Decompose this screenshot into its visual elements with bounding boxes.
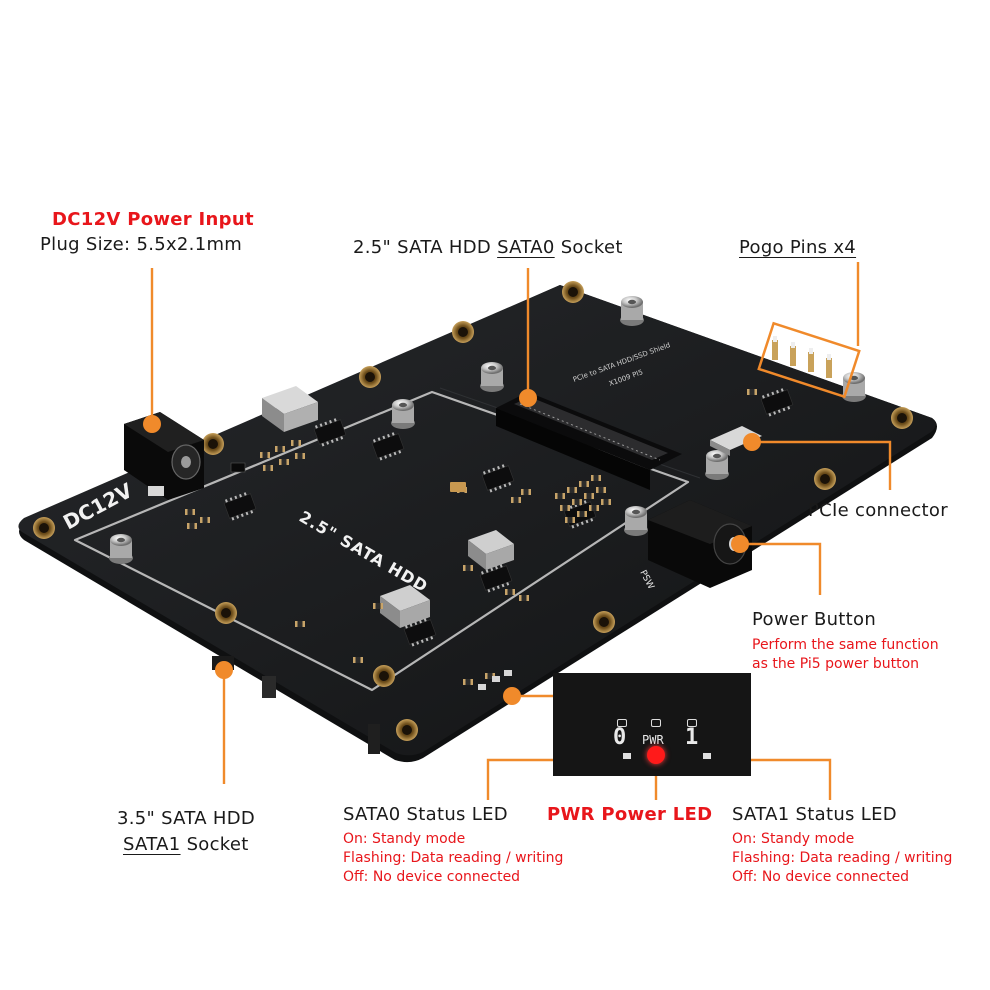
power-button [648, 500, 752, 588]
dc-input-title: DC12V Power Input [52, 209, 254, 230]
sata1-socket-line1: 3.5" SATA HDD [117, 808, 256, 829]
sata0-led-title: SATA0 Status LED [343, 804, 508, 825]
sata0-socket-underlined: SATA0 [497, 237, 555, 258]
inset-led-marks [617, 719, 627, 727]
sata1-socket-line2: SATA1 Socket [123, 834, 249, 855]
inset-led-1 [703, 753, 711, 759]
inset-led-pwr [647, 746, 665, 764]
sata0-led-line-1: On: Standy mode [343, 831, 466, 847]
inductor-mid [468, 530, 514, 570]
inset-led-marks-pwr [651, 719, 661, 727]
sata1-led-line-2: Flashing: Data reading / writing [732, 850, 953, 866]
power-button-desc-2: as the Pi5 power button [752, 656, 920, 672]
pogo-pins [757, 321, 861, 399]
sata1-socket-underlined: SATA1 [123, 834, 181, 855]
sata1-led-line-3: Off: No device connected [732, 869, 910, 885]
sata1-socket-suffix: Socket [180, 834, 249, 855]
power-button-title: Power Button [752, 609, 877, 630]
pogo-pins-label: Pogo Pins x4 [739, 237, 857, 258]
inset-led-pwr-label: PWR [642, 733, 664, 747]
inset-led-1-label: 1 [685, 725, 699, 750]
inset-led-marks-1 [687, 719, 697, 727]
inset-led-0 [623, 753, 631, 759]
sata0-socket-suffix: Socket [554, 237, 623, 258]
dc-input-detail: Plug Size: 5.5x2.1mm [40, 234, 243, 255]
board-leds [478, 670, 512, 690]
sata0-led-line-3: Off: No device connected [343, 869, 521, 885]
sata0-socket [496, 392, 682, 490]
sata0-led-line-2: Flashing: Data reading / writing [343, 850, 564, 866]
inset-led-0-label: 0 [613, 725, 627, 750]
led-zoom-inset: 0 PWR 1 [553, 673, 751, 776]
power-button-desc-1: Perform the same function [752, 637, 939, 653]
sata1-led-line-1: On: Standy mode [732, 831, 855, 847]
sata0-socket-prefix: 2.5" SATA HDD [353, 237, 498, 258]
inductor-top [262, 386, 318, 432]
pwr-led-title: PWR Power LED [547, 804, 713, 825]
pcb [18, 285, 937, 763]
passive-components [185, 389, 757, 685]
inductor-low [380, 585, 430, 628]
sata0-socket-label: 2.5" SATA HDD SATA0 Socket [353, 237, 623, 258]
pcie-connector [710, 426, 762, 456]
sata1-led-title: SATA1 Status LED [732, 804, 897, 825]
pcie-label: PCIe connector [808, 500, 948, 521]
